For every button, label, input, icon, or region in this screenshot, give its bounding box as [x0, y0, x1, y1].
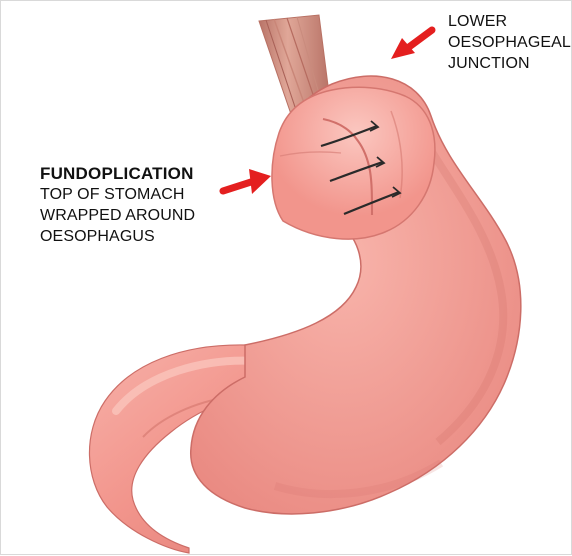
fundoplication-line-2: WRAPPED AROUND: [40, 205, 195, 226]
junction-line-1: LOWER: [448, 11, 571, 32]
fundoplication-label: FUNDOPLICATION TOP OF STOMACH WRAPPED AR…: [40, 163, 195, 247]
fundoplication-line-3: OESOPHAGUS: [40, 226, 195, 247]
fundoplication-title: FUNDOPLICATION: [40, 163, 195, 184]
arrow-lower-junction: [391, 30, 432, 59]
junction-line-3: JUNCTION: [448, 53, 571, 74]
arrow-fundoplication: [223, 169, 271, 194]
junction-line-2: OESOPHAGEAL: [448, 32, 571, 53]
junction-label: LOWER OESOPHAGEAL JUNCTION: [448, 11, 571, 74]
fundoplication-line-1: TOP OF STOMACH: [40, 184, 195, 205]
